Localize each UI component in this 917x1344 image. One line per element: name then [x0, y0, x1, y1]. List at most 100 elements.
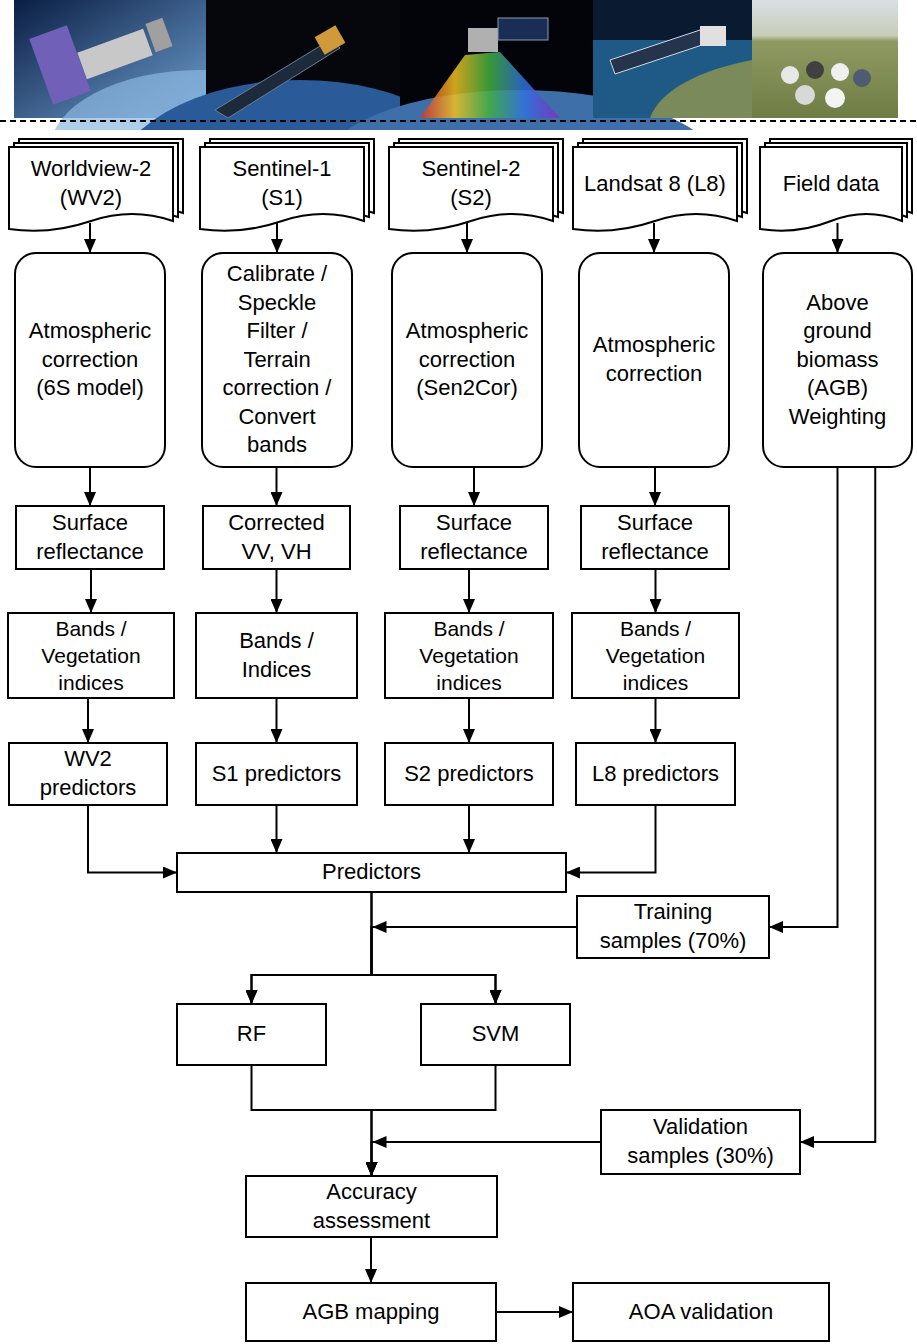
- node-label: Predictors: [322, 858, 421, 887]
- document-text-area: Landsat 8 (L8): [572, 146, 738, 222]
- node-label: Bands / Vegetation indices: [581, 615, 730, 697]
- flow-arrow: [372, 927, 577, 1003]
- flow-arrow: [276, 570, 278, 612]
- junction-arrowhead: [373, 921, 387, 933]
- data-box: RF: [176, 1003, 327, 1066]
- flow-arrow: [567, 806, 656, 873]
- flow-arrow: [372, 893, 496, 1003]
- flow-arrow: [653, 223, 655, 252]
- flow-arrow: [497, 1311, 572, 1313]
- process-box: Calibrate / Speckle Filter / Terrain cor…: [201, 252, 353, 468]
- node-label: Atmospheric correction (Sen2Cor): [401, 317, 533, 403]
- document-shape: Sentinel-2 (S2): [388, 138, 564, 236]
- flow-arrow: [276, 223, 278, 252]
- node-label: Bands / Indices: [207, 627, 346, 684]
- flow-arrow: [372, 1142, 601, 1175]
- document-text-area: Sentinel-1 (S1): [199, 146, 365, 222]
- node-label: Bands / Vegetation indices: [17, 615, 165, 697]
- node-label: Field data: [783, 170, 880, 199]
- node-label: RF: [237, 1020, 266, 1049]
- node-label: S1 predictors: [212, 760, 342, 789]
- flow-arrow: [252, 927, 577, 1003]
- flow-arrow: [468, 570, 470, 612]
- process-box: Atmospheric correction (Sen2Cor): [391, 252, 543, 468]
- flow-arrow: [252, 1066, 372, 1175]
- data-box: Accuracy assessment: [245, 1175, 498, 1238]
- landsat-photo: [593, 0, 752, 118]
- document-text-area: Worldview-2 (WV2): [8, 146, 174, 222]
- data-box: WV2 predictors: [8, 742, 168, 806]
- flow-arrow: [90, 570, 92, 612]
- flow-arrow: [655, 570, 657, 612]
- node-label: Surface reflectance: [409, 509, 539, 566]
- node-label: Landsat 8 (L8): [584, 170, 726, 199]
- dashed-separator: [0, 120, 917, 122]
- flow-arrow: [655, 699, 657, 742]
- document-text-area: Sentinel-2 (S2): [388, 146, 554, 222]
- document-text-area: Field data: [759, 146, 903, 222]
- node-label: Worldview-2 (WV2): [20, 155, 162, 212]
- data-box: AGB mapping: [245, 1282, 497, 1342]
- data-box: SVM: [420, 1003, 571, 1066]
- node-label: AGB mapping: [303, 1298, 440, 1327]
- data-box: Bands / Indices: [195, 612, 358, 699]
- node-label: Above ground biomass (AGB) Weighting: [774, 289, 901, 432]
- document-shape: Field data: [759, 138, 913, 236]
- flow-arrow: [89, 223, 91, 252]
- data-box: L8 predictors: [575, 742, 736, 806]
- data-box: Surface reflectance: [15, 505, 165, 570]
- node-label: L8 predictors: [592, 760, 719, 789]
- flow-arrow: [468, 699, 470, 742]
- data-box: AOA validation: [572, 1282, 830, 1342]
- data-box: Corrected VV, VH: [202, 505, 351, 570]
- flow-arrow: [473, 468, 475, 505]
- satellite-photo-band: [0, 0, 917, 130]
- document-shape: Sentinel-1 (S1): [199, 138, 375, 236]
- node-label: S2 predictors: [404, 760, 534, 789]
- node-label: Bands / Vegetation indices: [394, 615, 544, 697]
- process-box: Atmospheric correction: [578, 252, 730, 468]
- node-label: Validation samples (30%): [612, 1113, 789, 1170]
- data-box: Bands / Vegetation indices: [571, 612, 740, 699]
- flow-arrow: [276, 806, 278, 852]
- node-label: WV2 predictors: [20, 745, 156, 802]
- document-shape: Worldview-2 (WV2): [8, 138, 184, 236]
- node-label: Corrected VV, VH: [214, 509, 339, 566]
- data-box: Training samples (70%): [576, 895, 770, 959]
- data-box: Surface reflectance: [399, 505, 549, 570]
- node-label: Sentinel-2 (S2): [400, 155, 542, 212]
- node-label: Accuracy assessment: [277, 1178, 466, 1235]
- flow-arrow: [276, 468, 278, 505]
- node-label: AOA validation: [629, 1298, 773, 1327]
- flow-arrow: [89, 468, 91, 505]
- flow-arrow: [466, 223, 468, 252]
- data-box: Bands / Vegetation indices: [7, 612, 175, 699]
- data-box: Bands / Vegetation indices: [384, 612, 554, 699]
- flow-arrow: [837, 223, 839, 252]
- flow-arrow: [252, 893, 372, 1003]
- flow-arrow: [372, 1066, 496, 1175]
- flow-arrow: [770, 468, 838, 927]
- node-label: Sentinel-1 (S1): [211, 155, 353, 212]
- flow-arrow: [468, 806, 470, 852]
- data-box: Predictors: [176, 852, 567, 893]
- flow-arrow: [88, 806, 176, 873]
- data-box: Surface reflectance: [580, 505, 730, 570]
- field-photo: [752, 0, 898, 118]
- flow-arrow: [801, 468, 875, 1142]
- process-box: Atmospheric correction (6S model): [14, 252, 166, 468]
- node-label: Training samples (70%): [594, 898, 752, 955]
- flow-arrow: [370, 1238, 372, 1282]
- document-shape: Landsat 8 (L8): [572, 138, 748, 236]
- node-label: Atmospheric correction: [588, 331, 720, 388]
- junction-arrowhead: [373, 1136, 387, 1148]
- data-box: S2 predictors: [384, 742, 554, 806]
- process-box: Above ground biomass (AGB) Weighting: [762, 252, 913, 468]
- data-box: S1 predictors: [195, 742, 358, 806]
- flow-arrow: [276, 699, 278, 742]
- data-box: Validation samples (30%): [600, 1109, 801, 1175]
- flow-arrow: [87, 699, 89, 742]
- node-label: Surface reflectance: [25, 509, 155, 566]
- node-label: Calibrate / Speckle Filter / Terrain cor…: [215, 260, 339, 460]
- node-label: SVM: [472, 1020, 520, 1049]
